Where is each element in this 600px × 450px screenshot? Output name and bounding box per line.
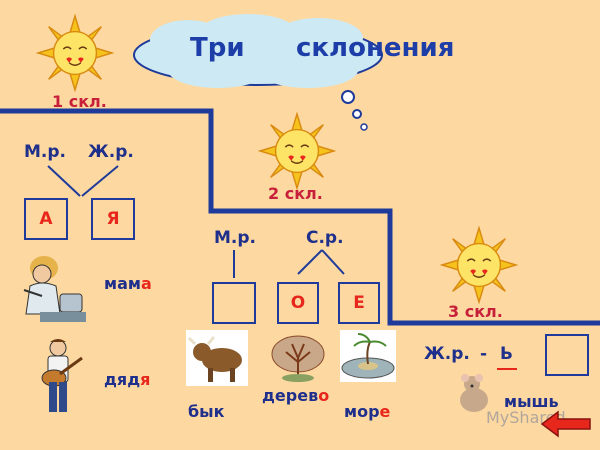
ending-box-e: Е xyxy=(338,282,380,324)
thought-bubbles xyxy=(341,90,368,131)
back-arrow-icon[interactable] xyxy=(540,410,592,438)
example-word-mama: мама xyxy=(104,274,152,293)
thought-cloud xyxy=(133,14,383,88)
ending-box-empty xyxy=(212,282,256,324)
gender-label-masculine: М.р. xyxy=(24,142,67,162)
mouse-illustration xyxy=(460,374,488,412)
ending-box-o: О xyxy=(277,282,319,324)
connector-line xyxy=(81,165,119,197)
declension-3-label: 3 скл. xyxy=(448,302,503,321)
woman-cooking-illustration xyxy=(23,256,86,322)
gender-label-neuter: С.р. xyxy=(306,228,344,248)
sun-icon xyxy=(36,14,114,92)
example-word-dyadya: дядя xyxy=(104,370,151,389)
declension-2-label: 2 скл. xyxy=(268,184,323,203)
ending-box-empty xyxy=(545,334,589,376)
gender-label-feminine: Ж.р. xyxy=(424,344,470,364)
example-word-derevo: дерево xyxy=(262,386,330,405)
sun-icon xyxy=(440,226,518,304)
tree-illustration xyxy=(271,335,325,382)
soft-sign-letter: Ь xyxy=(500,344,513,364)
sea-island-illustration xyxy=(340,330,396,382)
title-word-2: склонения xyxy=(296,33,455,63)
gender-label-masculine: М.р. xyxy=(214,228,257,248)
connector-line xyxy=(297,249,323,275)
rule-dash: - xyxy=(480,344,488,364)
connector-line xyxy=(321,249,345,275)
title-word-1: Три xyxy=(190,33,245,63)
declension-1-label: 1 скл. xyxy=(52,92,107,111)
ending-box-a: А xyxy=(24,198,68,240)
example-word-mysh: мышь xyxy=(504,392,559,411)
connector-line xyxy=(47,165,81,197)
ending-box-ya: Я xyxy=(91,198,135,240)
bull-illustration xyxy=(186,330,248,386)
example-word-more: море xyxy=(344,402,391,421)
man-guitar-illustration xyxy=(41,339,83,412)
sun-icon xyxy=(258,112,336,190)
example-word-byk: бык xyxy=(188,402,225,421)
gender-label-feminine: Ж.р. xyxy=(88,142,134,162)
